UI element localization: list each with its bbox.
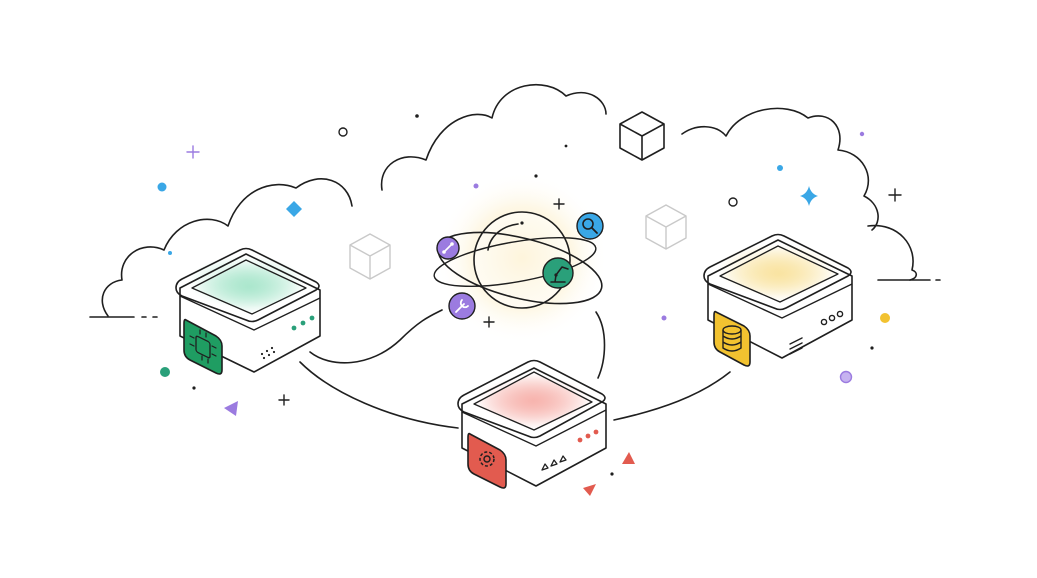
server-right [703,233,853,367]
status-led [585,433,591,439]
status-led [577,437,583,443]
server-bottom-top-inner [473,371,593,431]
status-led [309,315,315,321]
wire-bottom-to-right [613,371,731,421]
cube-icon-light-right [645,204,687,250]
dot [839,370,853,384]
dot [870,346,874,350]
dot [777,165,783,171]
dot [192,386,196,390]
triangle-icon [622,452,635,464]
orchestrator-orb [433,172,608,344]
status-led [300,320,306,326]
dot [473,183,479,189]
wire-left-to-bottom [299,361,459,429]
wire-orb-to-bottom [595,311,606,379]
circuit-chip-icon [183,318,223,375]
horizon-lines [89,279,941,318]
dot [564,144,568,148]
plus-icon [888,188,902,202]
cloud-center-right [681,107,879,231]
dot [661,315,667,321]
triangle-icon [583,484,596,496]
cloud-right [867,224,918,281]
server-left-top-inner [191,259,307,315]
server-right-top-inner [719,245,839,303]
dot [859,131,865,137]
gear-icon [467,432,507,489]
status-led [820,318,828,326]
dot [610,472,614,476]
plus-icon [278,394,290,406]
server-left [175,247,321,375]
server-bottom-vent [541,455,567,471]
connection-wires [299,309,731,429]
decorations [157,114,902,496]
server-bottom [457,359,607,489]
dot [168,251,172,255]
server-left-top [175,247,320,323]
cube-icon-light-left [349,233,391,280]
dot [338,127,348,137]
dot [728,197,738,207]
status-led [836,310,844,318]
search-icon [576,212,604,240]
status-led [291,325,297,331]
cloud-left [101,178,353,317]
server-left-vent [260,346,276,360]
dot [880,313,890,323]
server-bottom-edge [461,409,607,447]
robot-arm-icon [542,257,574,289]
orb-highlight-dot [520,221,524,225]
link-icon [436,236,460,260]
server-right-edge [707,283,853,319]
triangle-icon [224,401,238,416]
dot [415,114,419,118]
confetti-triangles [224,401,635,496]
cloud-outlines [101,83,918,317]
dot [534,174,538,178]
status-led [593,429,599,435]
confetti-dots [157,114,890,476]
dot [160,367,170,377]
plus-icon [553,198,565,210]
cloud-center [380,83,607,191]
dot [157,182,167,192]
server-right-top [703,233,852,311]
server-left-indicators [291,315,315,331]
cube-icon-dark [619,111,665,161]
wire-left-to-orb [309,309,443,364]
floating-cubes [349,111,687,280]
server-bottom-indicators [577,429,599,443]
wrench-icon [448,292,476,320]
server-left-edge [179,295,321,331]
database-icon [713,310,751,367]
orb-ring-inner [433,236,597,288]
diamond-sparkle-icon [286,201,302,217]
plus-sparkles [186,145,902,406]
star-sparkle-icon [800,186,818,206]
status-led [828,314,836,322]
plus-icon [483,316,495,328]
server-right-indicators [820,310,844,326]
server-right-vent [789,337,803,355]
plus-icon [186,145,200,159]
server-bottom-top [457,359,606,439]
